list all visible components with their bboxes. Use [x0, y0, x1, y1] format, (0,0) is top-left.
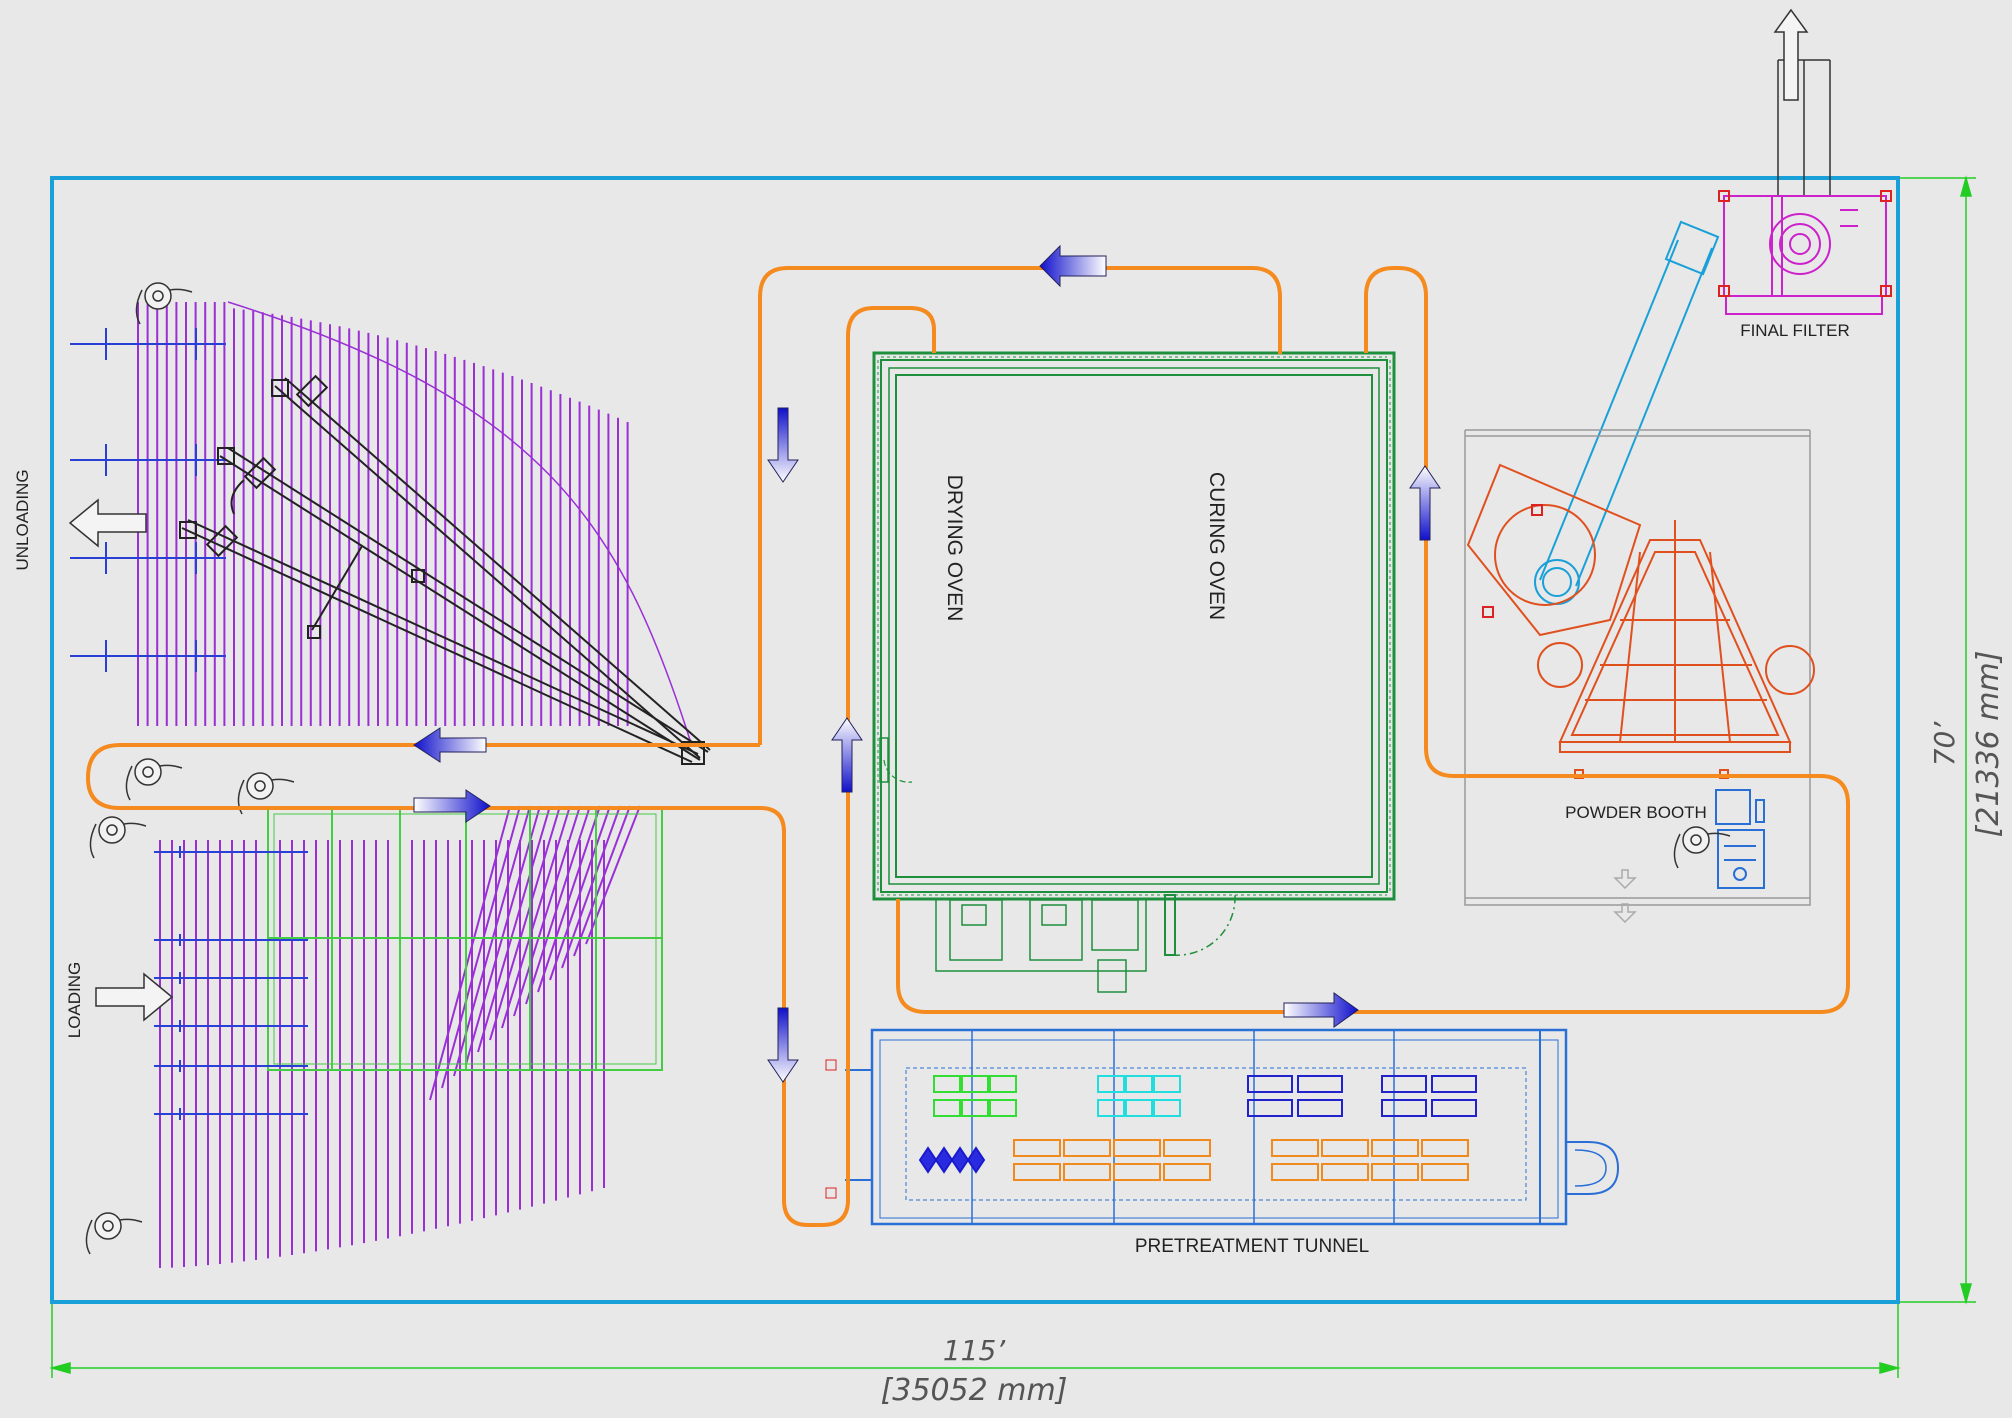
loading-arrow [95, 972, 174, 1022]
oven-block [872, 351, 1396, 993]
operator-head-center [102, 1220, 114, 1232]
width-ft-label: 115’ [943, 1334, 1006, 1367]
arrow-up-right [1409, 465, 1441, 541]
unloading-rack-lines [137, 302, 629, 726]
flow-arrows [413, 244, 1441, 1083]
tunnel-stages [918, 1075, 1477, 1181]
control-panel [1715, 789, 1765, 889]
operator-icon [125, 758, 183, 801]
loading-rack-lines [159, 805, 641, 1268]
operator-arm [159, 764, 183, 769]
arrow-right-middle [413, 789, 491, 823]
powder-booth-enclosure [1464, 429, 1811, 924]
arrow-left-middle [413, 727, 487, 763]
rack-line [441, 805, 521, 1089]
operator-head-center [152, 290, 164, 302]
final-filter-label: FINAL FILTER [1740, 321, 1850, 340]
width-dimension [49, 1304, 1901, 1378]
conveyor-loop [85, 266, 1850, 1227]
drying-oven-label: DRYING OVEN [943, 475, 966, 622]
operator-arm [135, 289, 143, 325]
arrow-left-top [1039, 244, 1107, 288]
rack-line [489, 805, 561, 1041]
exhaust-duct [1534, 220, 1720, 605]
arrow-right-bottom [1283, 992, 1359, 1028]
pretreatment-tunnel [825, 1028, 1620, 1226]
unloading-envelope-curve [227, 301, 691, 741]
loading-label: LOADING [65, 962, 84, 1039]
operator-icon [1673, 826, 1731, 869]
operator-icons [85, 282, 1731, 1255]
rack-line [501, 805, 571, 1029]
rack-line [465, 805, 541, 1065]
unloading-robot-arms [179, 374, 711, 765]
operator-arm [123, 822, 147, 827]
height-mm-label: [21336 mm] [1971, 651, 2006, 838]
operator-arm [1707, 832, 1731, 837]
unloading-label: UNLOADING [13, 469, 32, 570]
rack-line [513, 805, 581, 1017]
rack-stands [70, 328, 308, 1120]
rack-line [429, 805, 511, 1101]
operator-arm [89, 823, 97, 859]
operator-head-center [142, 766, 154, 778]
curing-oven-label: CURING OVEN [1205, 472, 1228, 620]
height-ft-label: 70’ [1928, 721, 1961, 767]
exhaust-stack [1773, 8, 1831, 196]
unloading-arrow [68, 498, 147, 548]
width-mm-label: [35052 mm] [881, 1373, 1068, 1408]
operator-arm [237, 779, 245, 815]
powder-booth [1466, 463, 1815, 779]
operator-arm [85, 1219, 93, 1255]
pretreatment-tunnel-label: PRETREATMENT TUNNEL [1135, 1236, 1369, 1257]
operator-icon [237, 772, 295, 815]
floor-border [50, 176, 1900, 1304]
operator-arm [125, 765, 133, 801]
rack-line [561, 805, 621, 969]
rack-line [537, 805, 601, 993]
rack-line [477, 805, 551, 1053]
arrow-down-upper [767, 407, 799, 483]
operator-arm [271, 778, 295, 783]
final-filter [1718, 190, 1892, 315]
rack-line [525, 805, 591, 1005]
operator-head-center [1690, 834, 1702, 846]
rack-line [549, 805, 611, 981]
operator-icon [85, 1212, 143, 1255]
operator-arm [169, 288, 193, 293]
operator-head-center [254, 780, 266, 792]
operator-arm [119, 1218, 143, 1223]
arrow-down-lower [767, 1007, 799, 1083]
arrow-up-middle [831, 717, 863, 793]
operator-icon [89, 816, 147, 859]
operator-head-center [106, 824, 118, 836]
operator-arm [1673, 833, 1681, 869]
operator-icon [135, 282, 193, 325]
height-dimension [1900, 175, 1976, 1305]
rack-line [573, 805, 631, 957]
powder-booth-label: POWDER BOOTH [1565, 803, 1707, 822]
